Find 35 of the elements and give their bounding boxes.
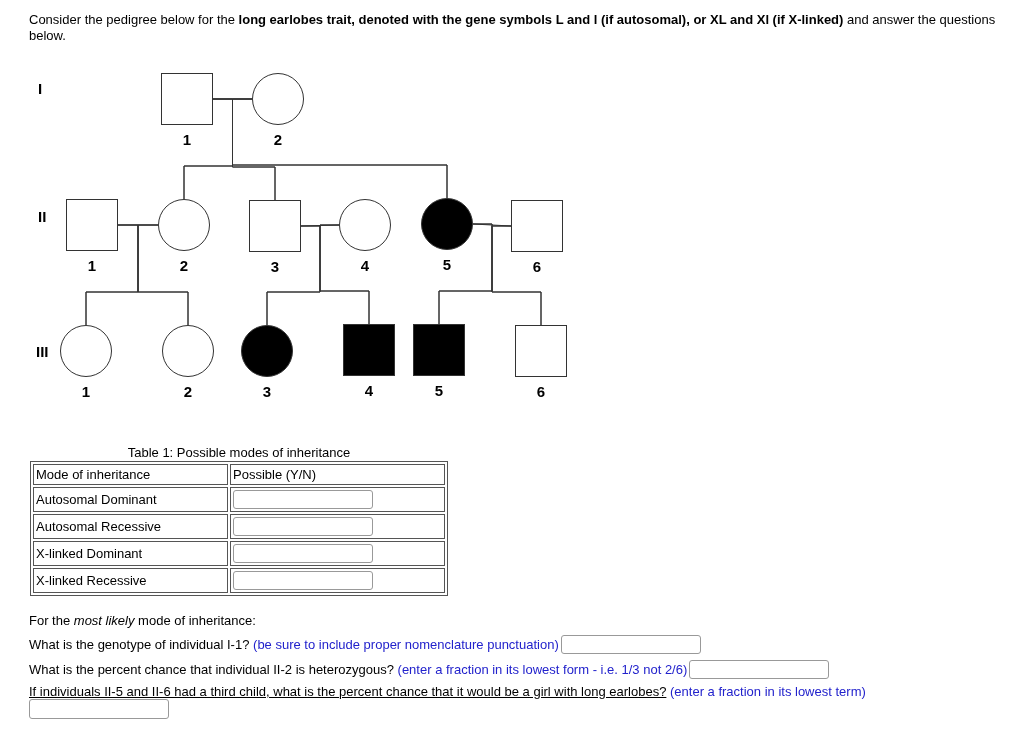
question-text: What is the percent chance that individual II-2 is heterozygous? <box>29 662 394 677</box>
individual-number: 4 <box>359 257 371 274</box>
individual-number: 5 <box>433 382 445 399</box>
table-cell: Autosomal Recessive <box>33 514 228 539</box>
individual-number: 4 <box>363 382 375 399</box>
individual-number: 3 <box>261 383 273 400</box>
generation-numeral: I <box>38 80 43 97</box>
individual-number: 2 <box>182 383 194 400</box>
individual-number: 6 <box>531 258 543 275</box>
descent-line <box>137 224 189 326</box>
instruction-text: Consider the pedigree below for the long earlobes trait, denoted with the gene symbols L and l (if autosomal), or XL and Xl (if X-linked) and answer the questions below. <box>29 12 997 44</box>
table-cell: Autosomal Dominant <box>33 487 228 512</box>
individual-number: 2 <box>178 257 190 274</box>
hint-text: (enter a fraction in its lowest term) <box>670 684 866 699</box>
question-text: What is the genotype of individual I-1? <box>29 637 250 652</box>
individual-number: 1 <box>181 131 193 148</box>
table-caption: Table 1: Possible modes of inheritance <box>126 445 352 460</box>
individual-number: 1 <box>80 383 92 400</box>
individual-number: 5 <box>441 256 453 273</box>
column-header: Possible (Y/N) <box>230 464 445 485</box>
generation-numeral: II <box>38 208 47 225</box>
hint-text: (be sure to include proper nomenclature punctuation) <box>253 637 559 652</box>
individual-number: 3 <box>269 258 281 275</box>
descent-line <box>319 224 370 325</box>
individual-number: 2 <box>272 131 284 148</box>
individual-number: 1 <box>86 257 98 274</box>
table-cell: X-linked Dominant <box>33 541 228 566</box>
generation-numeral: III <box>36 343 49 360</box>
hint-text: (enter a fraction in its lowest form - i.e. 1/3 not 2/6) <box>397 662 688 677</box>
column-header: Mode of inheritance <box>33 464 228 485</box>
descent-line <box>491 225 542 326</box>
question-text: If individuals II-5 and II-6 had a third child, what is the percent chance that it would be a girl with long earlobes? <box>29 684 667 699</box>
question-text: For the most likely mode of inheritance: <box>29 613 256 628</box>
individual-number: 6 <box>535 383 547 400</box>
table-cell: X-linked Recessive <box>33 568 228 593</box>
